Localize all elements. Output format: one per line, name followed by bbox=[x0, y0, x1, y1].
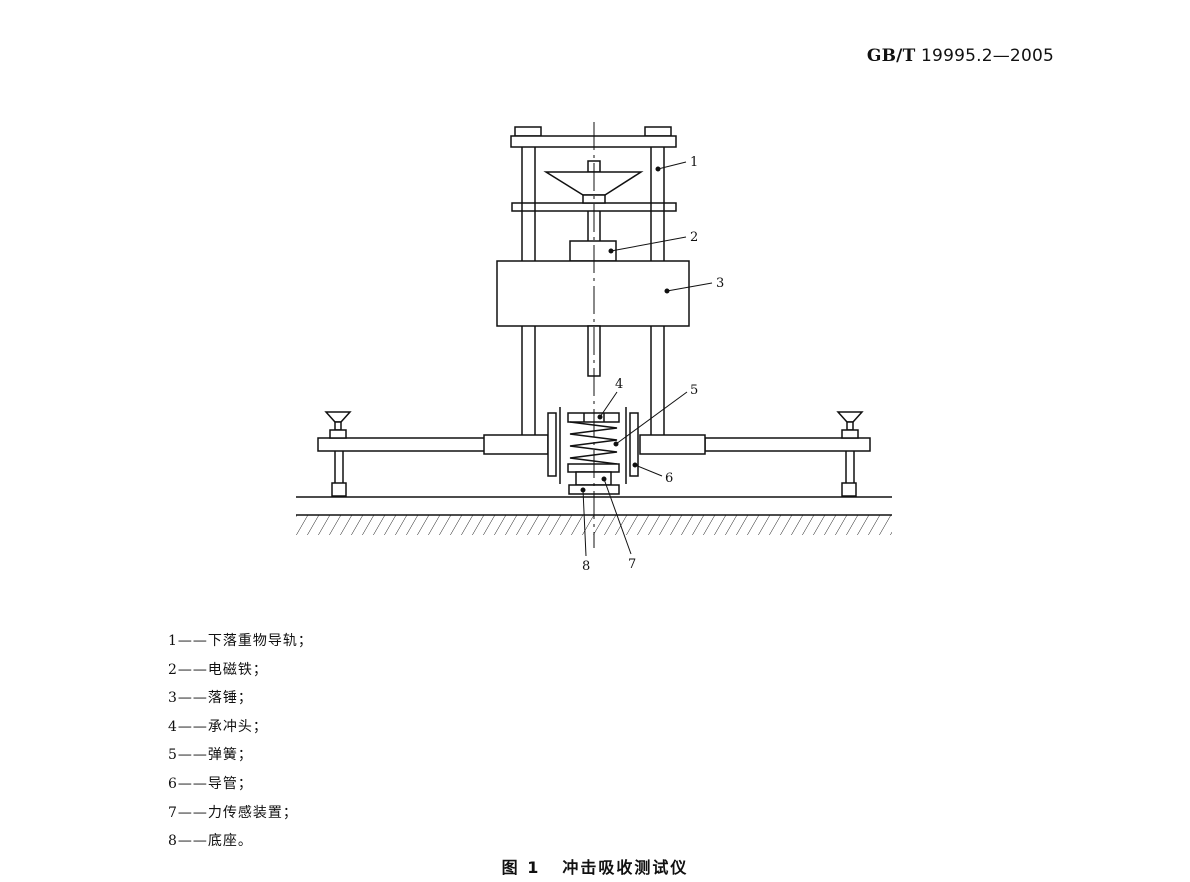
callout-5: 5 bbox=[690, 383, 698, 398]
standard-code: GB/T 19995.2—2005 bbox=[830, 46, 1054, 66]
guide-tube bbox=[547, 407, 639, 484]
callout-4: 4 bbox=[615, 377, 623, 392]
callout-1: 1 bbox=[690, 155, 698, 170]
drop-hammer bbox=[496, 260, 690, 327]
legend-item: 3——落锤； bbox=[168, 690, 253, 707]
callout-7: 7 bbox=[628, 557, 636, 572]
figure-number: 图 1 bbox=[501, 858, 541, 877]
legend-item: 6——导管； bbox=[168, 775, 253, 792]
callout-2: 2 bbox=[690, 230, 698, 245]
leader-lines bbox=[580, 161, 713, 557]
callout-6: 6 bbox=[665, 471, 673, 486]
figure-caption: 图 1 冲击吸收测试仪 bbox=[0, 854, 1190, 878]
legend-item: 4——承冲头； bbox=[168, 718, 268, 735]
callout-8: 8 bbox=[582, 559, 590, 574]
leveling-foot-left bbox=[324, 411, 352, 497]
figure-legend: 1——下落重物导轨； 2——电磁铁； 3——落锤； 4——承冲头； 5——弹簧；… bbox=[168, 627, 313, 856]
legend-item: 1——下落重物导轨； bbox=[168, 633, 313, 649]
leveling-foot-right bbox=[836, 411, 864, 497]
figure-title: 冲击吸收测试仪 bbox=[562, 858, 689, 877]
legend-item: 7——力传感装置； bbox=[168, 804, 298, 821]
legend-item: 8——底座。 bbox=[168, 833, 253, 850]
standard-number: 19995.2—2005 bbox=[921, 46, 1054, 66]
base-beam bbox=[317, 434, 871, 455]
standard-prefix: GB/T bbox=[866, 46, 916, 66]
legend-item: 5——弹簧； bbox=[168, 747, 253, 764]
legend-item: 2——电磁铁； bbox=[168, 661, 268, 678]
callout-3: 3 bbox=[716, 276, 724, 291]
